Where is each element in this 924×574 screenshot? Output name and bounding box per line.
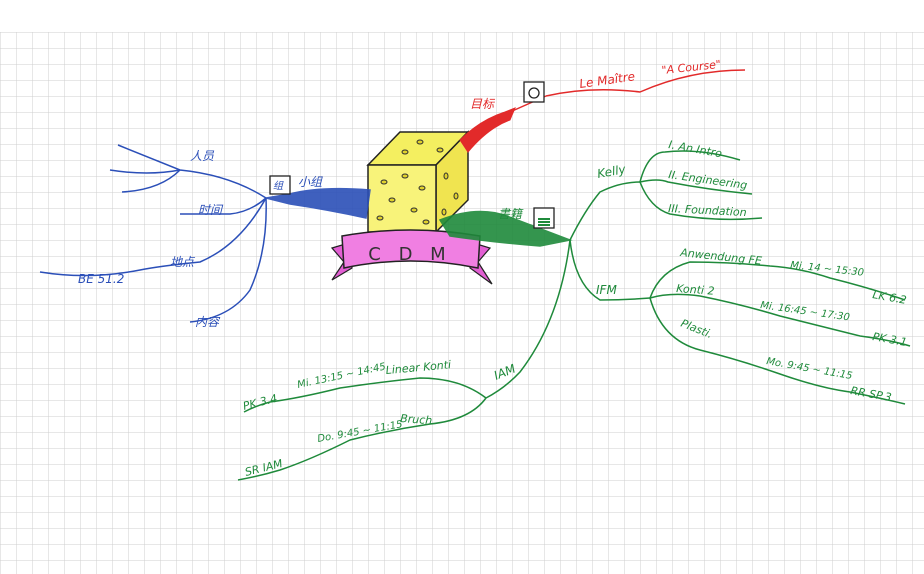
target-icon [528, 87, 540, 99]
center-cube [366, 130, 470, 234]
anwendung-room: LK 6.2 [871, 288, 907, 307]
blue-branch-label: 小组 [298, 175, 323, 189]
top-margin [0, 0, 924, 32]
green-branch [237, 150, 911, 481]
blue-branch [39, 144, 371, 323]
blue-people: 人员 [190, 149, 215, 163]
blue-place-detail: BE 51.2 [78, 272, 124, 286]
blue-place: 地点 [170, 255, 196, 269]
kelly-item-3: III. Foundation [668, 202, 747, 219]
green-branch-label: 書籍 [498, 207, 524, 221]
blue-time: 时间 [198, 203, 224, 217]
group-box-icon [269, 175, 291, 195]
konti2-label: Konti 2 [676, 282, 715, 298]
blue-icon-label: 组 [273, 180, 284, 192]
konti2-room: PK 3.1 [871, 330, 908, 349]
kelly-label: Kelly [596, 162, 627, 181]
center-label: C D M [368, 244, 451, 265]
linear-label: Linear Konti [385, 358, 451, 377]
center-ribbon [330, 229, 493, 285]
target-box-icon [523, 81, 545, 103]
bruch-label: Bruch [400, 412, 433, 427]
red-subtitle: "A Course" [661, 58, 722, 77]
ifm-label: IFM [596, 283, 617, 297]
red-branch-label: 目标 [470, 97, 496, 111]
blue-content: 内容 [195, 315, 221, 329]
book-stack-icon [538, 218, 550, 226]
red-branch [459, 69, 746, 153]
